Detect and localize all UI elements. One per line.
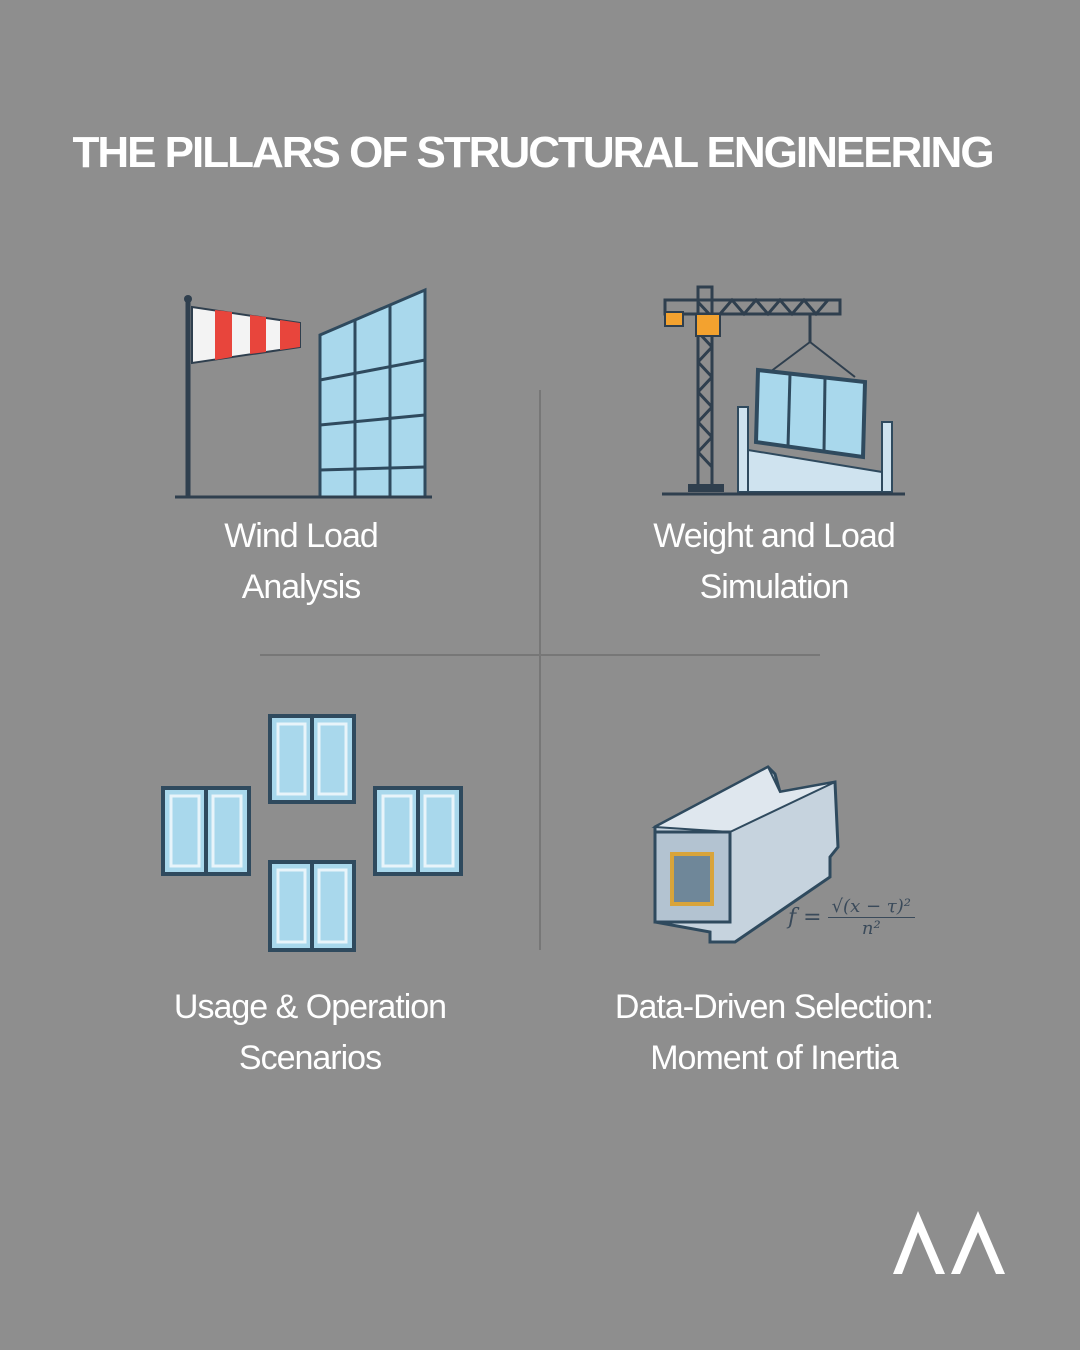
formula-numerator: √(x − τ)² xyxy=(827,896,915,918)
pillar-label-wind-load: Wind Load Analysis xyxy=(101,511,501,613)
label-line: Usage & Operation xyxy=(173,988,447,1026)
label-line: Moment of Inertia xyxy=(650,1039,899,1077)
label-line: Scenarios xyxy=(238,1039,382,1077)
formula-fraction: √(x − τ)² n² xyxy=(827,896,915,939)
formula-lhs: f = xyxy=(788,905,822,930)
label-line: Weight and Load xyxy=(653,517,895,555)
pillar-label-weight-load: Weight and Load Simulation xyxy=(574,511,974,613)
label-line: Data-Driven Selection: xyxy=(614,988,934,1026)
page-title: THE PILLARS OF STRUCTURAL ENGINEERING xyxy=(72,128,994,177)
moment-of-inertia-formula: f = √(x − τ)² n² xyxy=(788,896,915,939)
label-line: Simulation xyxy=(699,568,850,606)
pillar-label-data-driven: Data-Driven Selection: Moment of Inertia xyxy=(574,982,974,1084)
windsock-glass-facade-icon xyxy=(175,287,432,499)
formula-denominator: n² xyxy=(861,918,881,939)
window-opening-types-icon xyxy=(161,714,463,952)
aluminum-profile-formula-icon xyxy=(651,765,840,944)
divider-vertical xyxy=(539,390,541,950)
divider-horizontal xyxy=(260,654,820,656)
brand-logo xyxy=(893,1211,1005,1274)
label-line: Wind Load xyxy=(224,517,379,555)
label-line: Analysis xyxy=(241,568,362,606)
crane-lifting-window-icon xyxy=(662,285,905,496)
pillar-label-usage-operation: Usage & Operation Scenarios xyxy=(110,982,510,1084)
